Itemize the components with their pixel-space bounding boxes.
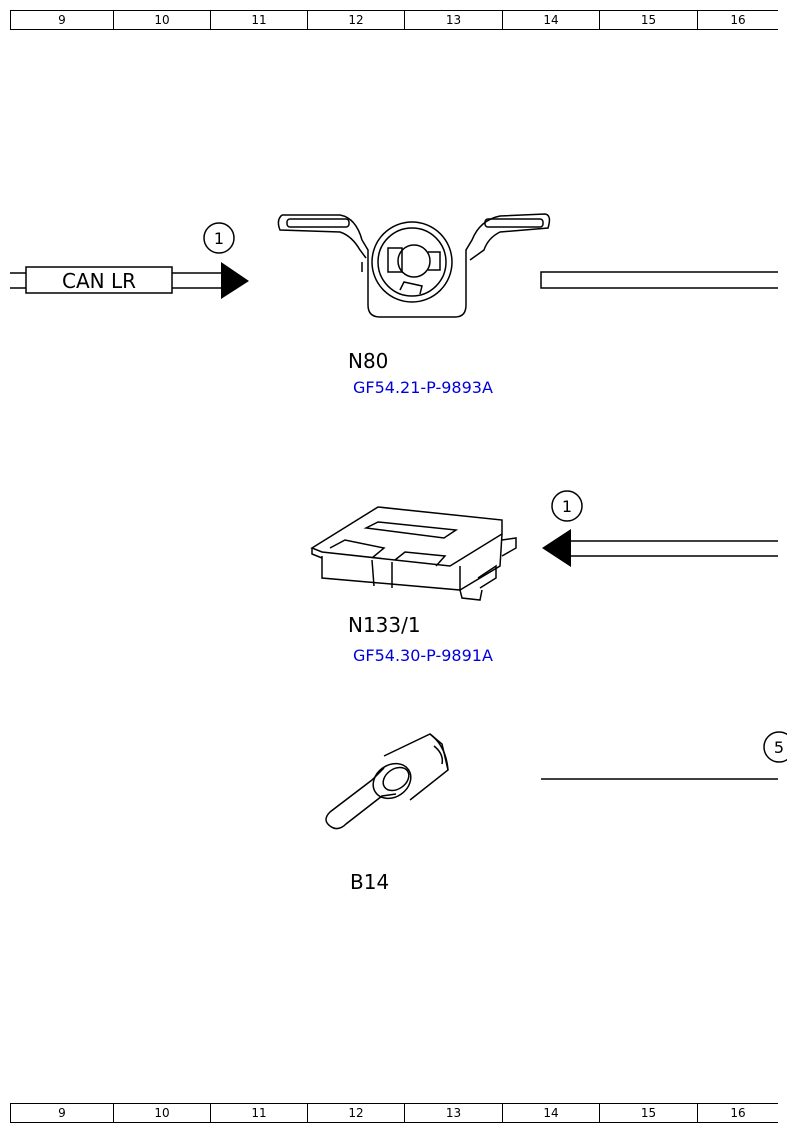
can-lr-label-box xyxy=(25,266,173,294)
doc-link-n80[interactable]: GF54.21-P-9893A xyxy=(353,378,493,397)
ruler-col-15: 15 xyxy=(599,11,697,29)
ruler-col-14-bottom: 14 xyxy=(502,1104,599,1122)
doc-link-n133[interactable]: GF54.30-P-9891A xyxy=(353,646,493,665)
ruler-col-11-bottom: 11 xyxy=(210,1104,307,1122)
column-ruler-bottom: 9 10 11 12 13 14 15 16 xyxy=(10,1103,778,1123)
b14-temperature-sensor-icon xyxy=(325,733,449,830)
ruler-col-10-bottom: 10 xyxy=(113,1104,210,1122)
callout-circle-n80 xyxy=(203,222,235,254)
ruler-col-13-bottom: 13 xyxy=(404,1104,502,1122)
callout-circle-b14 xyxy=(763,731,787,763)
callout-number-b14: 5 xyxy=(774,738,784,757)
ruler-col-16-bottom: 16 xyxy=(697,1104,778,1122)
ruler-col-14: 14 xyxy=(502,11,599,29)
can-lr-label: CAN LR xyxy=(61,269,136,293)
n80-steering-module-icon xyxy=(277,213,551,318)
component-label-n133: N133/1 xyxy=(348,613,421,637)
ruler-col-15-bottom: 15 xyxy=(599,1104,697,1122)
ruler-col-13: 13 xyxy=(404,11,502,29)
callout-number-n80: 1 xyxy=(214,229,224,248)
arrow-head-into-n80 xyxy=(221,262,249,299)
ruler-col-10: 10 xyxy=(113,11,210,29)
ruler-col-12-bottom: 12 xyxy=(307,1104,404,1122)
ruler-col-9: 9 xyxy=(10,11,113,29)
callout-circle-n133 xyxy=(551,490,583,522)
arrow-head-into-n133 xyxy=(542,529,571,567)
column-ruler-top: 9 10 11 12 13 14 15 16 xyxy=(10,10,778,30)
component-label-b14: B14 xyxy=(350,870,390,894)
ruler-col-9-bottom: 9 xyxy=(10,1104,113,1122)
ruler-col-16: 16 xyxy=(697,11,778,29)
callout-number-n133: 1 xyxy=(562,497,572,516)
bus-stub-n80 xyxy=(540,271,778,289)
n133-control-unit-icon xyxy=(310,506,517,601)
component-label-n80: N80 xyxy=(348,349,389,373)
ruler-col-11: 11 xyxy=(210,11,307,29)
ruler-col-12: 12 xyxy=(307,11,404,29)
